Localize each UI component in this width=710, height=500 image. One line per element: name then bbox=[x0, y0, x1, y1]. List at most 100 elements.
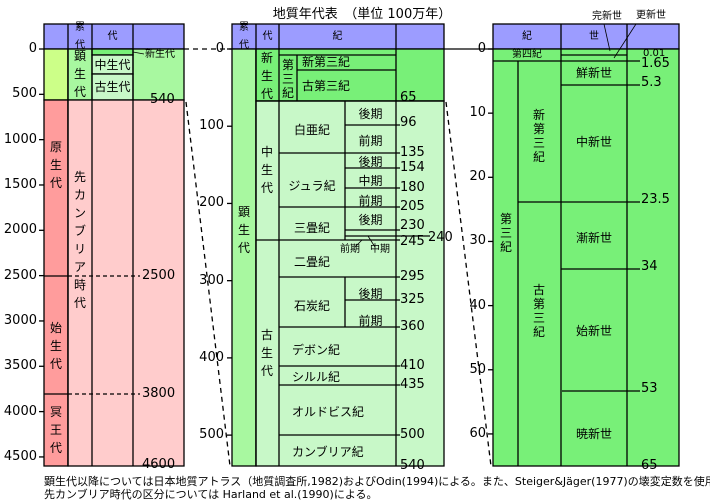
left-era-paleozoic: 古生代 bbox=[94, 80, 131, 94]
epoch-pleistocene: 更新世 bbox=[636, 10, 666, 21]
axis-tick-label: 500 bbox=[12, 86, 37, 102]
axis-tick-label: 3500 bbox=[3, 358, 37, 374]
axis-tick-label: 0 bbox=[215, 41, 224, 56]
left-header-era: 代 bbox=[107, 31, 118, 42]
left-value-4600: 4600 bbox=[142, 457, 176, 472]
axis-tick-label: 200 bbox=[199, 195, 224, 211]
axis-tick-label: 400 bbox=[199, 349, 224, 365]
axis-tick-label: 1000 bbox=[3, 131, 37, 147]
right-neogene: 新第三紀 bbox=[532, 108, 545, 164]
epoch-jurassic-late: 後期 bbox=[358, 155, 383, 169]
axis-tick-label: 4000 bbox=[3, 403, 37, 419]
axis-tick-label: 10 bbox=[469, 105, 486, 121]
period-boundary-value: 435 bbox=[400, 376, 425, 392]
axis-tick-label: 40 bbox=[469, 297, 486, 313]
mid-eon-phanerozoic: 顕生代 bbox=[237, 205, 250, 255]
period-boundary-value: 96 bbox=[400, 115, 417, 131]
epoch-boundary-value: 1.65 bbox=[641, 56, 670, 71]
epoch-cretaceous-late: 後期 bbox=[358, 107, 383, 121]
mid-era-paleozoic: 古生代 bbox=[260, 328, 273, 378]
mid-header-eon: 累代 bbox=[239, 22, 249, 51]
epoch-miocene: 中新世 bbox=[575, 135, 612, 149]
axis-tick-label: 500 bbox=[199, 427, 224, 443]
right-tertiary: 第三紀 bbox=[499, 212, 512, 254]
left-header bbox=[43, 23, 185, 50]
epoch-pliocene: 鮮新世 bbox=[575, 66, 612, 80]
axis-tick-label: 2500 bbox=[3, 267, 37, 283]
axis-tick-label: 2000 bbox=[3, 222, 37, 238]
axis-tick-label: 300 bbox=[199, 272, 224, 288]
axis-tick-label: 30 bbox=[469, 233, 486, 249]
period-ordovician: オルドビス紀 bbox=[292, 405, 365, 419]
axis-tick-label: 3000 bbox=[3, 312, 37, 328]
mid-paleogene: 古第三紀 bbox=[302, 79, 351, 93]
right-header-epoch: 世 bbox=[589, 31, 599, 42]
period-boundary-value: 154 bbox=[400, 159, 425, 175]
period-jurassic: ジュラ紀 bbox=[288, 179, 336, 193]
footnote-1: 顕生代以降については日本地質アトラス（地質調査所,1982)およびOdin(19… bbox=[44, 475, 710, 488]
period-boundary-value: 230 bbox=[400, 218, 425, 233]
period-boundary-value: 135 bbox=[400, 145, 425, 161]
period-boundary-value: 245 bbox=[400, 234, 425, 249]
left-value-540: 540 bbox=[150, 92, 175, 107]
epoch-paleocene: 暁新世 bbox=[575, 427, 612, 441]
epoch-boundary-value: 34 bbox=[641, 259, 658, 275]
left-precambrian: 先カンブリア時代 bbox=[73, 170, 86, 310]
epoch-carboniferous-late: 後期 bbox=[358, 287, 383, 301]
epoch-triassic-early: 前期 bbox=[340, 244, 360, 255]
axis-tick-label: 100 bbox=[199, 118, 224, 134]
period-boundary-value: 325 bbox=[400, 291, 425, 307]
left-header-eon: 累代 bbox=[75, 22, 85, 51]
epoch-jurassic-middle: 中期 bbox=[358, 174, 383, 188]
period-permian: 二畳紀 bbox=[293, 255, 330, 269]
epoch-jurassic-early: 前期 bbox=[358, 194, 383, 208]
left-era-mesozoic: 中生代 bbox=[94, 58, 131, 72]
axis-tick-label: 4500 bbox=[3, 448, 37, 464]
epoch-carboniferous-early: 前期 bbox=[358, 314, 383, 328]
axis-tick-label: 0 bbox=[477, 41, 486, 56]
chart-title: 地質年代表 （単位 100万年） bbox=[272, 7, 452, 22]
footnote-2: 先カンブリア時代の区分については Harland et al.(1990)による… bbox=[44, 488, 378, 500]
period-boundary-value: 295 bbox=[400, 268, 425, 284]
epoch-eocene: 始新世 bbox=[575, 324, 612, 338]
epoch-holocene: 完新世 bbox=[592, 11, 622, 22]
mid-tertiary: 第三紀 bbox=[281, 58, 294, 100]
right-paleogene: 古第三紀 bbox=[532, 283, 545, 339]
period-devonian: デボン紀 bbox=[292, 343, 341, 357]
mid-header-era: 代 bbox=[262, 31, 273, 42]
epoch-boundary-value: 65 bbox=[641, 458, 658, 473]
period-boundary-value: 540 bbox=[400, 458, 425, 473]
left-eon-archean: 始生代 bbox=[49, 321, 62, 371]
right-quaternary: 第四紀 bbox=[512, 49, 542, 60]
mid-header-period: 紀 bbox=[332, 31, 343, 42]
epoch-boundary-value: 0.01 bbox=[643, 48, 666, 59]
mid-era-mesozoic: 中生代 bbox=[260, 145, 273, 195]
left-value-3800: 3800 bbox=[142, 386, 176, 401]
epoch-oligocene: 漸新世 bbox=[575, 231, 612, 245]
left-era-cenozoic: 新生代 bbox=[145, 49, 175, 60]
period-boundary-value: 65 bbox=[400, 90, 417, 105]
period-boundary-value: 205 bbox=[400, 199, 425, 215]
period-boundary-value: 180 bbox=[400, 180, 425, 195]
period-carboniferous: 石炭紀 bbox=[293, 299, 330, 313]
epoch-triassic-middle: 中期 bbox=[370, 244, 390, 255]
axis-tick-label: 0 bbox=[28, 41, 37, 56]
mid-era-cenozoic: 新生代 bbox=[260, 51, 273, 101]
period-boundary-value: 360 bbox=[400, 319, 425, 334]
period-boundary-value: 500 bbox=[400, 427, 425, 443]
left-eon-hadean: 冥王代 bbox=[49, 405, 62, 455]
period-boundary-value: 410 bbox=[400, 357, 425, 373]
epoch-boundary-value: 53 bbox=[641, 381, 658, 396]
axis-tick-label: 1500 bbox=[3, 176, 37, 192]
mid-neogene: 新第三紀 bbox=[302, 55, 351, 69]
period-silurian: シルル紀 bbox=[292, 370, 341, 384]
period-boundary-value: 240 bbox=[428, 230, 453, 245]
epoch-boundary-value: 5.3 bbox=[641, 75, 662, 90]
left-eon-proterozoic: 原生代 bbox=[49, 140, 62, 190]
left-value-2500: 2500 bbox=[142, 268, 176, 283]
epoch-boundary-value: 23.5 bbox=[641, 191, 670, 207]
axis-tick-label: 60 bbox=[469, 425, 486, 441]
epoch-triassic-late: 後期 bbox=[358, 213, 383, 227]
right-header-period: 紀 bbox=[522, 31, 532, 42]
